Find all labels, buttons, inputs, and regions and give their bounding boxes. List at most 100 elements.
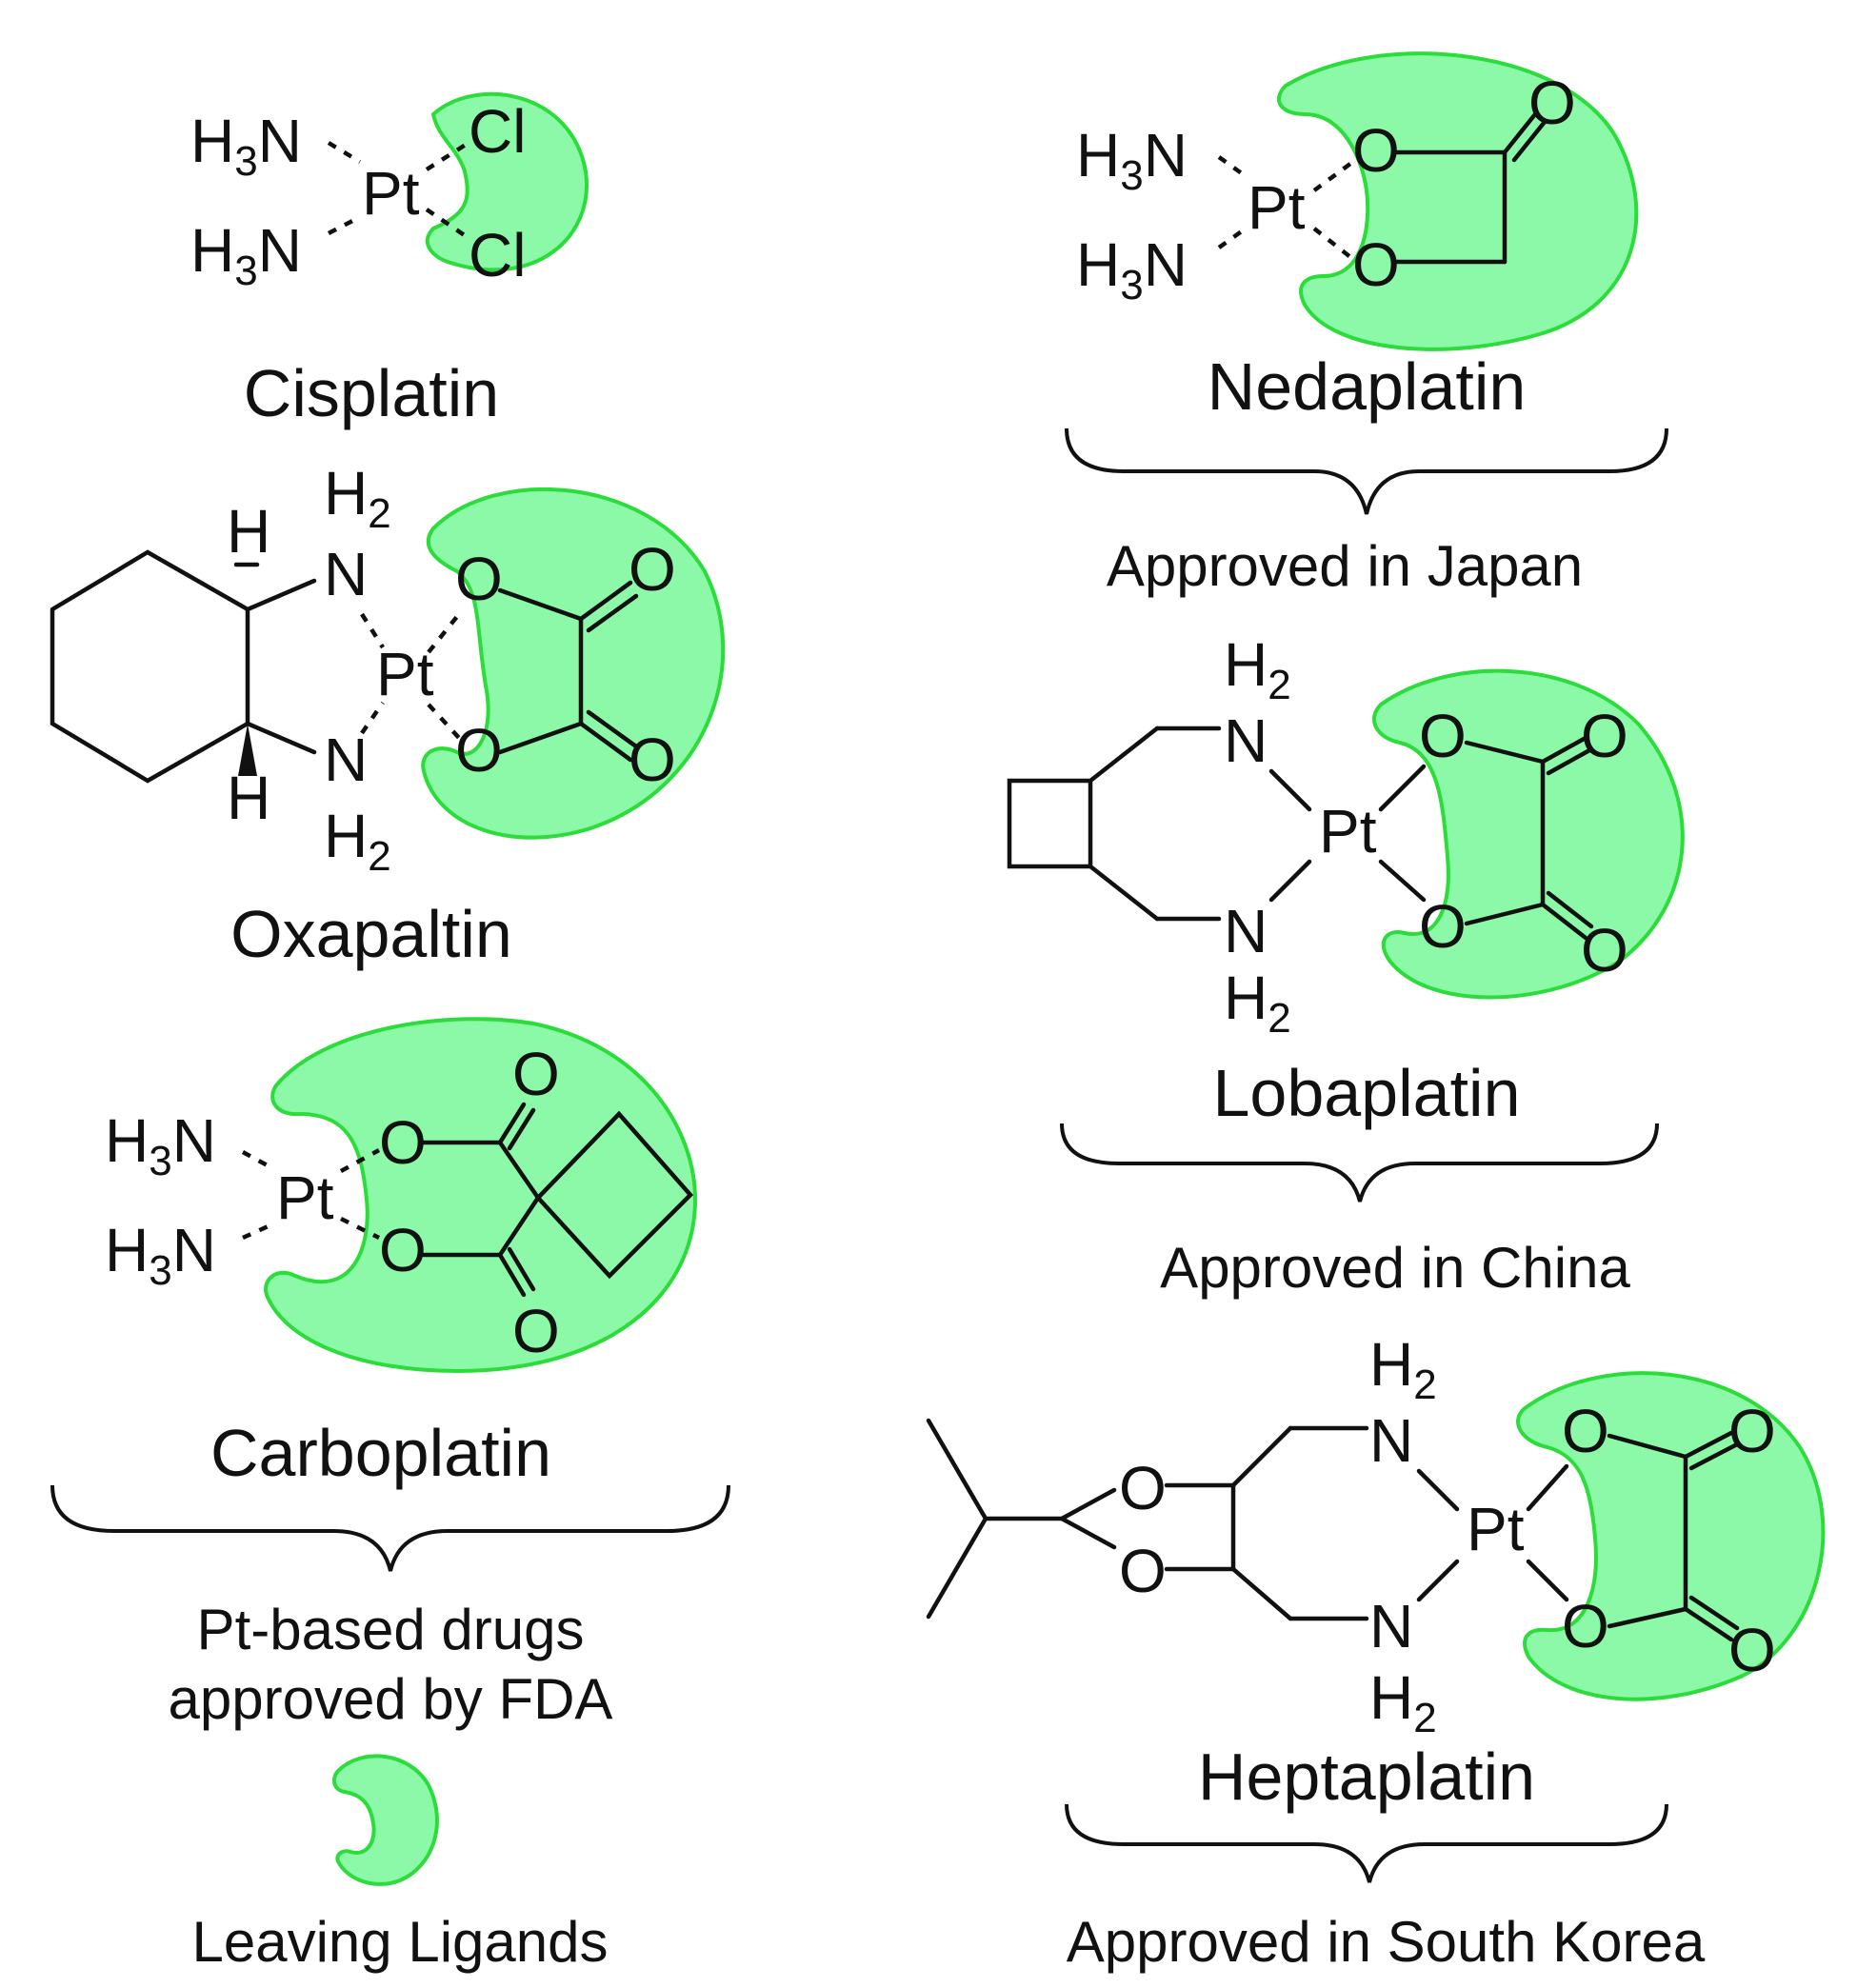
- double-bond: [497, 1252, 527, 1298]
- double-bond: [586, 709, 639, 749]
- atom-label: H2: [1369, 1663, 1437, 1741]
- ring-bond: [534, 1110, 694, 1280]
- atom-label: H2: [1224, 630, 1291, 708]
- leaving-ligand-shape: [421, 487, 726, 840]
- oxygen-atom: O: [1419, 892, 1467, 961]
- brace: [1065, 427, 1668, 515]
- single-bond: [245, 578, 317, 612]
- compound-name: Oxapaltin: [230, 897, 512, 971]
- oxygen-atom: O: [1562, 1592, 1609, 1660]
- coordination-bond: [1217, 155, 1248, 178]
- heptaplatin-structure: O O H2 N N H2 Pt O O O O: [926, 1330, 1826, 1741]
- coordination-bond: [360, 701, 385, 735]
- nedaplatin-structure: H3N H3N Pt O O O: [1076, 51, 1639, 351]
- platinum-atom: Pt: [1248, 173, 1306, 242]
- ring-bond: [50, 549, 250, 784]
- double-bond: [578, 580, 633, 622]
- coordination-bond: [427, 612, 461, 654]
- approval-label: Approved in China: [1160, 1236, 1630, 1300]
- single-bond: [1464, 740, 1546, 765]
- nitrogen-atom: N: [1224, 706, 1268, 775]
- atom-label: H3N: [1076, 230, 1188, 308]
- platinum-atom: Pt: [1319, 797, 1377, 865]
- nitrogen-atom: N: [1224, 897, 1268, 965]
- coordination-bond: [327, 214, 362, 236]
- leaving-ligand-shape: [264, 1017, 698, 1374]
- oxygen-atom: O: [1562, 1397, 1609, 1465]
- coordination-bond: [425, 141, 470, 171]
- single-bond: [1464, 902, 1546, 926]
- legend-label: Leaving Ligands: [191, 1910, 608, 1974]
- oxygen-atom: O: [1728, 1397, 1776, 1465]
- single-bond: [1268, 768, 1312, 812]
- single-bond: [1607, 1606, 1688, 1629]
- oxygen-atom: O: [512, 1297, 560, 1365]
- double-bond: [1546, 746, 1594, 776]
- hydrogen-atom: H: [227, 497, 270, 566]
- leaving-ligand-shape: [1516, 1371, 1826, 1701]
- atom-label: H3N: [105, 1216, 216, 1294]
- compound-name: Nedaplatin: [1208, 349, 1527, 424]
- coordination-bond: [1217, 227, 1248, 249]
- double-bond: [1511, 119, 1548, 163]
- oxygen-atom: O: [455, 716, 503, 785]
- nitrogen-atom: N: [1369, 1592, 1413, 1660]
- oxygen-atom: O: [629, 726, 676, 794]
- coordination-bond: [339, 1216, 381, 1241]
- single-bond: [1416, 1468, 1460, 1512]
- double-bond: [1688, 1441, 1740, 1471]
- oxygen-atom: O: [1528, 69, 1576, 137]
- single-bond: [497, 1140, 541, 1201]
- double-bond: [1683, 1430, 1734, 1460]
- atom-label: H3N: [1076, 121, 1188, 199]
- nitrogen-atom: N: [324, 540, 368, 608]
- single-bond: [1378, 859, 1427, 903]
- single-bond: [1059, 1487, 1117, 1521]
- atom-label: H2: [1369, 1330, 1437, 1408]
- single-bond: [1230, 1425, 1293, 1488]
- approval-label: approved by FDA: [169, 1667, 613, 1731]
- wedge-bond: [238, 724, 257, 776]
- single-bond: [1088, 726, 1160, 784]
- approval-label: Approved in South Korea: [1067, 1910, 1706, 1974]
- single-bond: [1230, 1566, 1293, 1621]
- leaving-ligand-shape: [1276, 51, 1639, 351]
- legend-ligand-shape: [331, 1754, 439, 1886]
- approval-label: Pt-based drugs: [197, 1598, 585, 1661]
- coordination-bond: [425, 208, 470, 240]
- hydrogen-atom: H: [227, 764, 270, 832]
- atom-label: H3N: [105, 1106, 216, 1184]
- compound-name: Lobaplatin: [1212, 1056, 1520, 1130]
- single-bond: [1526, 1559, 1569, 1602]
- double-bond: [1546, 890, 1594, 929]
- double-bond: [497, 1102, 527, 1145]
- double-bond: [1688, 1595, 1740, 1631]
- atom-label: H2: [1224, 964, 1291, 1042]
- nitrogen-atom: N: [1369, 1406, 1413, 1475]
- atom-label: H3N: [190, 216, 302, 294]
- single-bond: [497, 721, 584, 755]
- coordination-bond: [242, 1221, 275, 1241]
- single-bond: [1059, 1516, 1117, 1550]
- compound-name: Cisplatin: [244, 356, 499, 430]
- single-bond: [497, 1195, 541, 1258]
- cisplatin-structure: H3N H3N Pt Cl Cl: [190, 91, 589, 294]
- atom-label: H3N: [190, 107, 302, 185]
- nitrogen-atom: N: [324, 726, 368, 794]
- coordination-bond: [327, 141, 362, 164]
- single-bond: [1416, 1559, 1460, 1602]
- brace: [1065, 1803, 1668, 1883]
- oxygen-atom: O: [379, 1108, 427, 1177]
- oxygen-atom: O: [1581, 916, 1628, 984]
- brace: [50, 1484, 730, 1572]
- single-bond: [1378, 764, 1427, 812]
- oxygen-atom: O: [512, 1040, 560, 1108]
- single-bond: [926, 1516, 988, 1620]
- atom-label: H2: [324, 459, 391, 537]
- coordination-bond: [339, 1148, 381, 1173]
- platinum-atom: Pt: [376, 640, 434, 708]
- platinum-atom: Pt: [362, 159, 420, 228]
- compound-name: Heptaplatin: [1198, 1740, 1535, 1814]
- approval-label: Approved in Japan: [1107, 534, 1583, 598]
- double-bond: [1683, 1606, 1734, 1642]
